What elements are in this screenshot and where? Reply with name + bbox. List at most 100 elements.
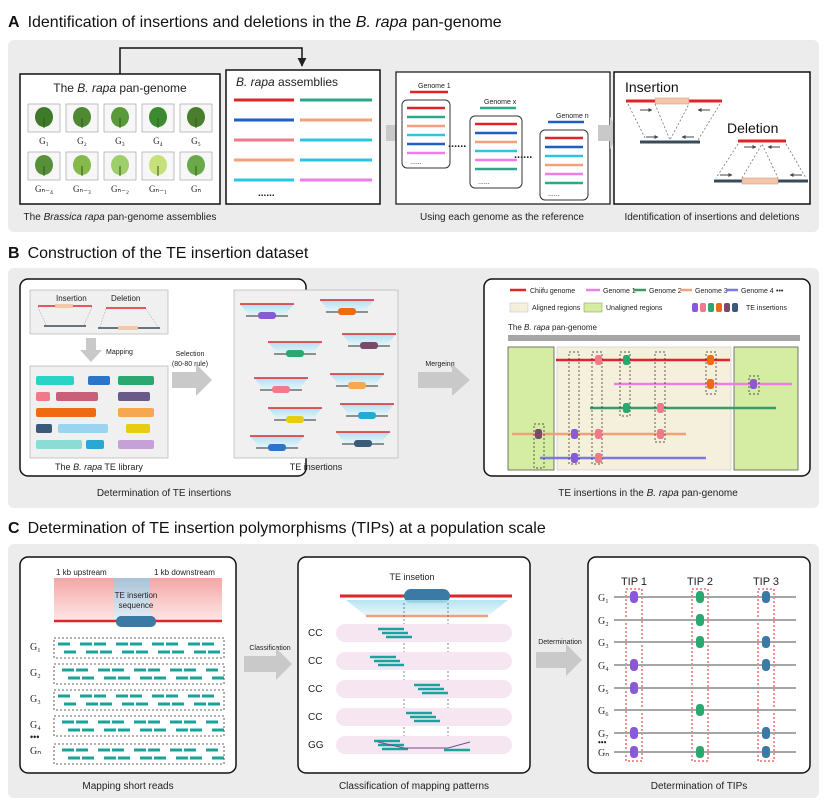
mapping-arrow — [80, 338, 102, 362]
te-insertion-chip — [707, 379, 714, 389]
te-library-block — [118, 408, 154, 417]
te-library-block — [36, 440, 82, 449]
tip-insertion-chip — [630, 659, 638, 671]
te-block — [360, 342, 378, 349]
tip-row-label: Gₙ — [598, 748, 609, 759]
genome-label: G₅ — [191, 136, 201, 146]
te-insertion-element — [404, 589, 450, 603]
reference-stacks: .................. — [401, 99, 589, 201]
te-insertion-chip — [571, 453, 578, 463]
mapping-label: Mapping — [106, 349, 133, 356]
read-row-label: Gₙ — [30, 746, 41, 757]
legend-chiifu: Chiifu genome — [530, 288, 575, 295]
tip-insertion-chip — [630, 682, 638, 694]
te-library-block — [118, 376, 154, 385]
plant-icon — [149, 155, 167, 175]
te-library-block — [126, 424, 150, 433]
tip-column — [691, 588, 709, 762]
unaligned-region-left — [507, 346, 555, 471]
te-insertion-chip — [595, 355, 602, 365]
te-site-box — [568, 351, 580, 465]
te-insertion-chip — [595, 453, 602, 463]
stack-ellipsis: ...... — [410, 159, 422, 166]
genome-label: G₃ — [115, 136, 125, 146]
insertion-label: Insertion — [625, 79, 679, 95]
insertion-schematic — [626, 97, 722, 144]
caption-a1: The Brassica rapa pan-genome assemblies — [24, 212, 217, 223]
read-row-label: G₃ — [30, 694, 41, 705]
plant-icon — [73, 107, 91, 127]
legend-more: ••• — [776, 288, 784, 295]
deletion-label: Deletion — [727, 120, 778, 136]
pattern-label: CC — [308, 712, 322, 723]
tip-column — [757, 588, 775, 762]
te-site-box — [705, 351, 717, 395]
dots-1: ...... — [448, 138, 466, 150]
te-library-block — [56, 392, 98, 401]
read-row-box — [53, 689, 225, 711]
te-block — [258, 312, 276, 319]
tip-insertion-chip — [630, 591, 638, 603]
te-insetion-label: TE insetion — [389, 572, 434, 582]
upstream-region — [54, 578, 114, 620]
te-alignment-fan — [254, 378, 308, 390]
te-alignment-fan — [268, 342, 322, 354]
te-library-block — [118, 392, 150, 401]
upstream-label: 1 kb upstream — [56, 568, 107, 577]
tip-insertion-chip — [630, 727, 638, 739]
inset-insertion-label: Insertion — [56, 294, 87, 303]
pattern-label: CC — [308, 684, 322, 695]
stack-ellipsis: ...... — [478, 179, 490, 186]
pattern-row-bg — [336, 736, 512, 754]
tip-insertion-chip — [696, 614, 704, 626]
assemblies-title: B. rapa assemblies — [236, 75, 338, 89]
te-library-block — [36, 424, 52, 433]
te-library-block — [36, 408, 96, 417]
merging-label: Mergeing — [425, 361, 454, 368]
selection-arrow — [172, 364, 212, 396]
tip-row-label: G₁ — [598, 593, 609, 604]
read-row-box — [53, 637, 225, 659]
genome1-label: Genome 1 — [418, 83, 451, 90]
te-block — [286, 350, 304, 357]
legend-te-chip — [732, 303, 738, 312]
legend-te-insertions: TE insertions — [746, 305, 787, 312]
te-insertion-chip — [707, 355, 714, 365]
te-library-block — [58, 424, 108, 433]
genome-label: Gₙ — [191, 184, 201, 194]
genomen-label: Genome n — [556, 113, 589, 120]
pattern-label: GG — [308, 740, 324, 751]
te-insertion-chip — [750, 379, 757, 389]
te-insertion-chip — [657, 429, 664, 439]
te-alignment-fan — [340, 404, 394, 416]
caption-a3: Identification of insertions and deletio… — [624, 212, 799, 223]
te-insertion-schematics — [240, 299, 396, 451]
pattern-label: CC — [308, 656, 322, 667]
read-row-label: G₂ — [30, 668, 41, 679]
tip-insertion-chip — [696, 591, 704, 603]
plant-icon — [111, 155, 129, 175]
read-row-label: G₄ — [30, 720, 41, 731]
genome-tracks — [512, 351, 792, 469]
te-library-block — [36, 376, 74, 385]
te-library-block — [88, 376, 110, 385]
plant-icon — [35, 155, 53, 175]
tip-row-label: G₃ — [598, 638, 609, 649]
alignment-fan — [346, 600, 508, 616]
genome-label: G₁ — [39, 136, 49, 146]
tip-insertion-chip — [762, 591, 770, 603]
tip-label: TIP 2 — [687, 576, 713, 588]
classification-label: Classification — [249, 645, 290, 652]
te-insertion-chip — [657, 403, 664, 413]
te-block — [268, 444, 286, 451]
deletion-schematic — [714, 139, 808, 185]
te-block — [354, 440, 372, 447]
pattern-row-bg — [336, 652, 512, 670]
downstream-label: 1 kb downstream — [154, 568, 215, 577]
tip-row-label: ••• — [598, 738, 607, 747]
